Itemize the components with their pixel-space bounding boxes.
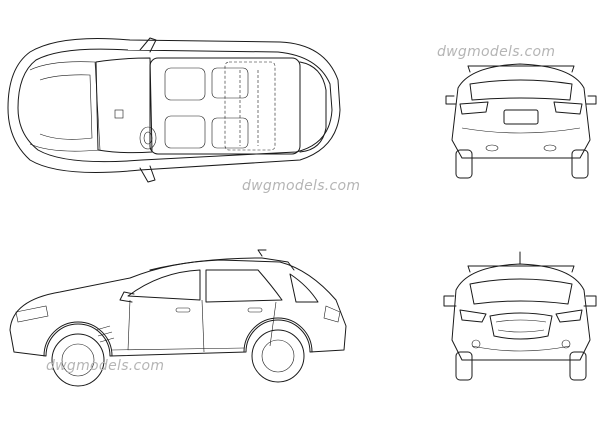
car-rear-view <box>445 63 597 179</box>
watermark-middle: dwgmodels.com <box>242 178 361 194</box>
car-side-view <box>9 249 347 387</box>
watermark-bottom-left: dwgmodels.com <box>46 358 165 374</box>
car-top-view <box>7 37 341 183</box>
watermark-top-right: dwgmodels.com <box>437 44 556 60</box>
car-front-view <box>443 251 597 381</box>
